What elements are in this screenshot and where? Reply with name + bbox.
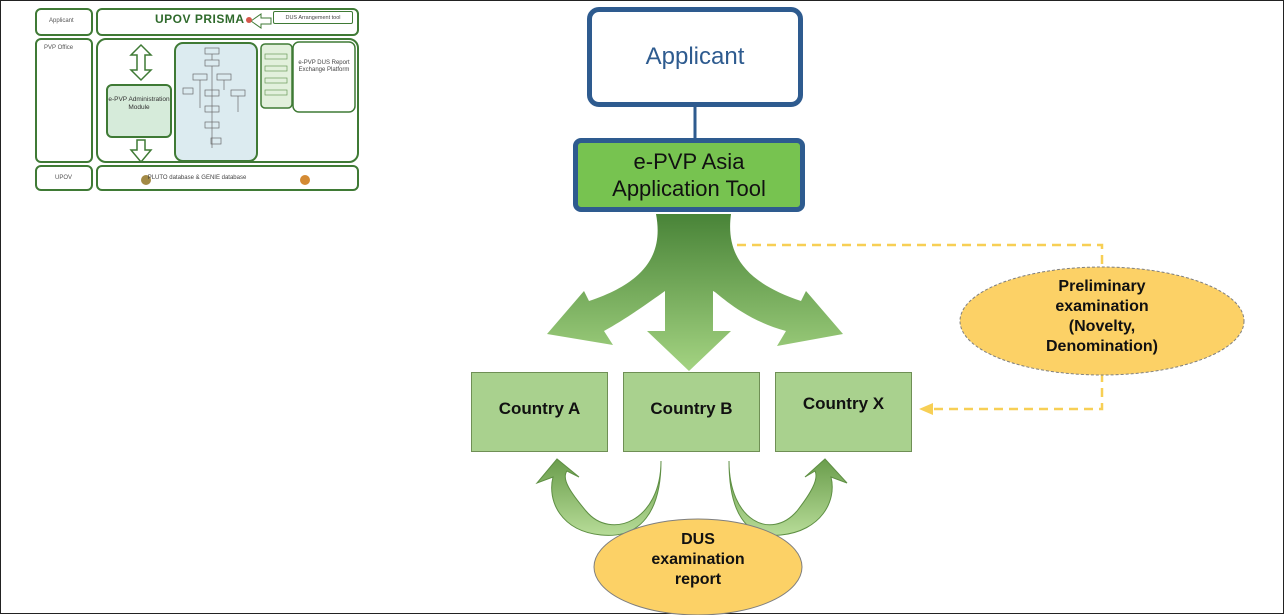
preliminary-connector-out <box>931 373 1104 411</box>
thumb-row-upov: UPOV <box>55 175 73 181</box>
thumb-row-office: PVP Office <box>44 45 74 51</box>
preliminary-ellipse <box>959 266 1245 376</box>
country-x-label: Country X <box>802 394 885 413</box>
thumbnail-lines <box>35 8 359 191</box>
dus-line-2: examination <box>651 551 745 568</box>
preliminary-text: Preliminary examination (Novelty, Denomi… <box>1001 277 1203 357</box>
country-a-box: Country A <box>471 372 608 452</box>
preliminary-line-3: (Novelty, <box>1068 318 1136 335</box>
application-tool-box: e-PVP Asia Application Tool <box>573 138 805 212</box>
thumb-admin-module: e-PVP Administration Module <box>106 84 172 138</box>
thumb-title: UPOV PRISMA <box>155 12 245 26</box>
country-x-box: Country X <box>775 372 912 452</box>
preliminary-line-4: Denomination) <box>1046 338 1158 355</box>
thumb-dus-tool: DUS Arrangement tool <box>273 11 353 24</box>
country-a-label: Country A <box>498 399 581 418</box>
dus-report-ellipse <box>593 518 803 615</box>
dus-line-3: report <box>674 571 722 588</box>
split-arrow <box>547 214 843 371</box>
prisma-thumbnail: Applicant PVP Office UPOV UPOV PRISMA DU… <box>35 8 359 191</box>
curved-arrow-left <box>535 458 662 536</box>
thumb-exchange-platform: e-PVP DUS Report Exchange Platform <box>298 60 350 73</box>
country-b-label: Country B <box>650 399 733 418</box>
tool-label-line1: e-PVP Asia <box>633 149 745 174</box>
applicant-label: Applicant <box>645 43 745 70</box>
country-b-box: Country B <box>623 372 760 452</box>
tool-label-line2: Application Tool <box>612 176 766 201</box>
applicant-box: Applicant <box>587 7 803 107</box>
preliminary-connector <box>737 243 1104 269</box>
thumb-databases: PLUTO database & GENIE database <box>147 175 247 181</box>
thumb-row-applicant: Applicant <box>49 18 74 24</box>
preliminary-line-1: Preliminary <box>1058 278 1146 295</box>
dus-report-text: DUS examination report <box>618 530 778 590</box>
dus-line-1: DUS <box>681 531 715 548</box>
preliminary-line-2: examination <box>1055 298 1149 315</box>
preliminary-arrowhead <box>919 403 933 415</box>
curved-arrow-right <box>728 458 848 536</box>
